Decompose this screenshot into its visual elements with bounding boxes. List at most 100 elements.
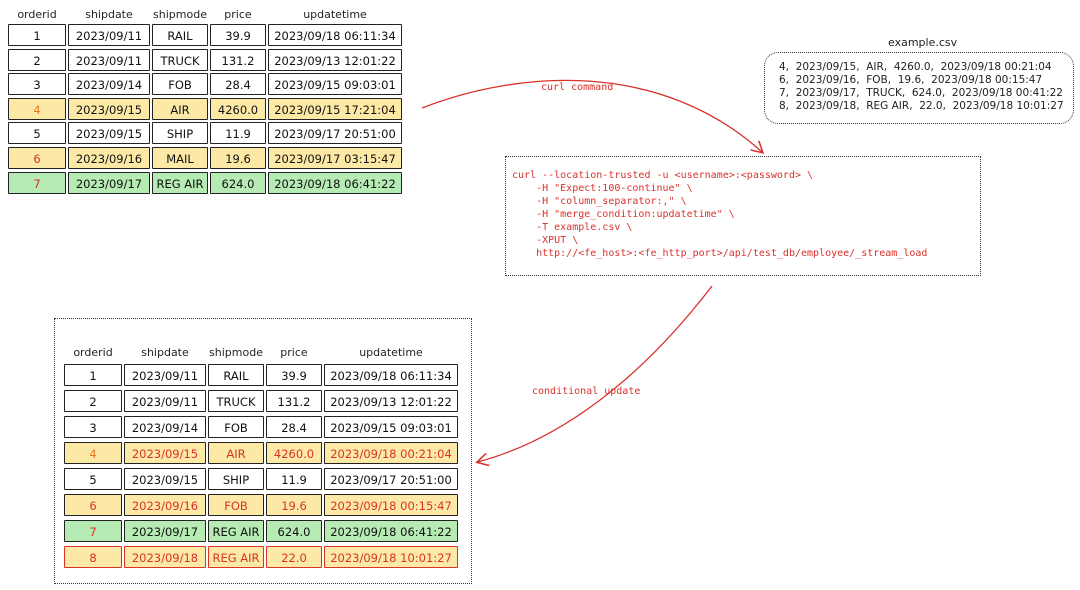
csv-line: 8, 2023/09/18, REG AIR, 22.0, 2023/09/18… xyxy=(779,100,1064,112)
cell-shipdate: 2023/09/17 xyxy=(124,520,206,542)
header-orderid: orderid xyxy=(17,8,57,21)
csv-line: 6, 2023/09/16, FOB, 19.6, 2023/09/18 00:… xyxy=(779,74,1043,86)
cell-shipdate: 2023/09/11 xyxy=(124,364,206,386)
curl-line: -T example.csv \ xyxy=(512,222,633,233)
cell-shipdate: 2023/09/16 xyxy=(124,494,206,516)
cell-updatetime: 2023/09/13 12:01:22 xyxy=(324,390,458,412)
cell-shipmode: RAIL xyxy=(152,24,208,46)
cell-shipdate: 2023/09/15 xyxy=(124,442,206,464)
cell-orderid: 3 xyxy=(64,416,122,438)
cell-orderid: 5 xyxy=(8,122,66,145)
cell-shipmode: FOB xyxy=(152,73,208,96)
cell-price: 131.2 xyxy=(210,48,266,71)
cell-price: 28.4 xyxy=(266,416,322,438)
cell-shipmode: FOB xyxy=(208,416,264,438)
cell-updatetime: 2023/09/13 12:01:22 xyxy=(268,48,402,71)
curl-line: -H "merge_condition:updatetime" \ xyxy=(512,209,735,220)
csv-line: 4, 2023/09/15, AIR, 4260.0, 2023/09/18 0… xyxy=(779,61,1052,73)
cell-updatetime: 2023/09/18 00:21:04 xyxy=(324,442,458,464)
header-shipmode: shipmode xyxy=(153,8,207,21)
cell-shipmode: REG AIR xyxy=(152,171,208,194)
curl-line: http://<fe_host>:<fe_http_port>/api/test… xyxy=(512,248,928,259)
cell-shipmode: REG AIR xyxy=(208,546,264,568)
cell-shipdate: 2023/09/15 xyxy=(68,122,150,145)
header-shipmode: shipmode xyxy=(209,346,263,359)
cell-shipdate: 2023/09/15 xyxy=(124,468,206,490)
cell-shipmode: REG AIR xyxy=(208,520,264,542)
curl-command-label: curl command xyxy=(541,82,614,93)
conditional-update-label: conditional update xyxy=(532,386,641,397)
cell-updatetime: 2023/09/18 06:11:34 xyxy=(268,24,402,46)
conditional-update-arrow xyxy=(478,285,713,462)
cell-price: 11.9 xyxy=(210,122,266,145)
cell-shipdate: 2023/09/18 xyxy=(124,546,206,568)
csv-title: example.csv xyxy=(888,36,958,49)
cell-updatetime: 2023/09/18 06:41:22 xyxy=(268,171,402,194)
cell-price: 624.0 xyxy=(210,171,266,194)
cell-orderid: 5 xyxy=(64,468,122,490)
cell-orderid: 3 xyxy=(8,73,66,96)
cell-shipdate: 2023/09/17 xyxy=(68,171,150,194)
cell-shipdate: 2023/09/11 xyxy=(68,48,150,71)
header-shipdate: shipdate xyxy=(85,8,133,21)
after-table: orderid shipdate shipmode price updateti… xyxy=(64,346,460,576)
cell-updatetime: 2023/09/18 00:15:47 xyxy=(324,494,458,516)
cell-updatetime: 2023/09/18 10:01:27 xyxy=(324,546,458,568)
curl-line: curl --location-trusted -u <username>:<p… xyxy=(512,170,814,181)
cell-orderid: 6 xyxy=(64,494,122,516)
csv-line: 7, 2023/09/17, TRUCK, 624.0, 2023/09/18 … xyxy=(779,87,1063,99)
cell-orderid: 1 xyxy=(8,24,66,46)
cell-orderid: 4 xyxy=(8,97,66,120)
cell-price: 4260.0 xyxy=(210,97,266,120)
cell-updatetime: 2023/09/18 06:41:22 xyxy=(324,520,458,542)
cell-shipdate: 2023/09/15 xyxy=(68,97,150,120)
result-table-box xyxy=(54,318,472,584)
cell-shipmode: TRUCK xyxy=(208,390,264,412)
cell-orderid: 4 xyxy=(64,442,122,464)
curl-line: -H "column_separator:," \ xyxy=(512,196,687,207)
cell-shipmode: RAIL xyxy=(208,364,264,386)
cell-orderid: 2 xyxy=(64,390,122,412)
cell-shipdate: 2023/09/14 xyxy=(124,416,206,438)
cell-shipmode: SHIP xyxy=(208,468,264,490)
cell-price: 624.0 xyxy=(266,520,322,542)
before-table: orderid shipdate shipmode price updateti… xyxy=(8,8,404,203)
cell-shipdate: 2023/09/14 xyxy=(68,73,150,96)
header-updatetime: updatetime xyxy=(359,346,423,359)
curl-command-box: curl --location-trusted -u <username>:<p… xyxy=(505,156,981,276)
cell-price: 11.9 xyxy=(266,468,322,490)
cell-shipdate: 2023/09/11 xyxy=(68,24,150,46)
cell-price: 39.9 xyxy=(266,364,322,386)
curl-line: -H "Expect:100-continue" \ xyxy=(512,183,693,194)
cell-price: 19.6 xyxy=(266,494,322,516)
header-orderid: orderid xyxy=(73,346,113,359)
cell-shipmode: SHIP xyxy=(152,122,208,145)
cell-orderid: 6 xyxy=(8,147,66,169)
cell-updatetime: 2023/09/17 20:51:00 xyxy=(268,122,402,145)
cell-price: 22.0 xyxy=(266,546,322,568)
cell-price: 28.4 xyxy=(210,73,266,96)
cell-shipdate: 2023/09/11 xyxy=(124,390,206,412)
cell-orderid: 8 xyxy=(64,546,122,568)
cell-updatetime: 2023/09/18 06:11:34 xyxy=(324,364,458,386)
cell-shipmode: MAIL xyxy=(152,147,208,169)
cell-price: 131.2 xyxy=(266,390,322,412)
cell-orderid: 7 xyxy=(8,171,66,194)
cell-updatetime: 2023/09/15 09:03:01 xyxy=(324,416,458,438)
cell-orderid: 7 xyxy=(64,520,122,542)
header-price: price xyxy=(280,346,308,359)
cell-shipmode: AIR xyxy=(208,442,264,464)
cell-price: 19.6 xyxy=(210,147,266,169)
